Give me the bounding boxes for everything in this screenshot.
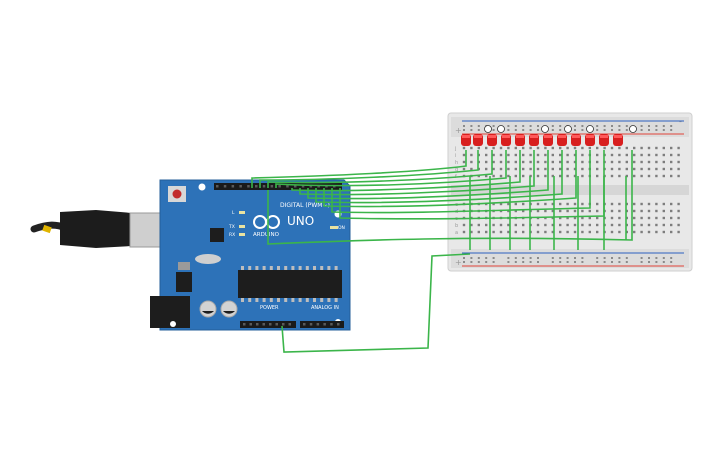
power-jack: [150, 296, 190, 328]
jumper-wire[interactable]: [291, 150, 521, 192]
rail-minus-label: -: [679, 117, 682, 126]
l-led-label: L: [232, 210, 235, 216]
digital-header-label: DIGITAL (PWM~): [280, 202, 330, 209]
reset-button[interactable]: [172, 189, 182, 199]
resistor-marker[interactable]: [564, 125, 572, 133]
led-row[interactable]: [461, 134, 623, 146]
row-letter: j: [454, 146, 456, 152]
rail-plus-label: +: [455, 126, 462, 135]
row-letter: h: [455, 160, 458, 166]
uno-label: UNO: [287, 214, 314, 228]
jumper-wire[interactable]: [267, 150, 493, 188]
jumper-wire[interactable]: [315, 150, 563, 204]
jumper-wire[interactable]: [307, 150, 549, 200]
atmega-chip: [238, 270, 342, 298]
rail-plus-bottom-label: +: [455, 258, 462, 267]
tx-label: TX: [228, 224, 235, 230]
rx-label: RX: [229, 232, 235, 238]
jumper-wire[interactable]: [331, 150, 591, 214]
arduino-uno-board[interactable]: DIGITAL (PWM~) UNO ARDUINO ON L TX RX PO…: [30, 179, 351, 331]
resistor-marker[interactable]: [497, 125, 505, 133]
resistor-row[interactable]: [484, 125, 637, 133]
resistor-marker[interactable]: [541, 125, 549, 133]
analog-header: [300, 321, 344, 328]
jumper-wire[interactable]: [281, 253, 471, 353]
arduino-logo: [253, 215, 280, 229]
jumper-wire[interactable]: [339, 150, 605, 220]
jumper-wires[interactable]: [251, 150, 633, 353]
jumper-wire[interactable]: [299, 150, 535, 196]
jumper-wire[interactable]: [259, 150, 479, 188]
row-letter: i: [455, 153, 456, 159]
on-label: ON: [338, 225, 345, 231]
row-letter: b: [455, 223, 458, 229]
usb-cable: [30, 210, 179, 248]
row-letter: g: [455, 167, 458, 173]
power-header: [240, 321, 296, 328]
analog-label: ANALOG IN: [311, 305, 339, 311]
digital-header: [214, 183, 342, 190]
jumper-wire[interactable]: [251, 150, 467, 188]
resistor-marker[interactable]: [586, 125, 594, 133]
jumper-wire[interactable]: [275, 150, 507, 188]
resistor-marker[interactable]: [629, 125, 637, 133]
power-label: POWER: [260, 305, 279, 311]
brand-label: ARDUINO: [253, 232, 280, 238]
jumper-wire[interactable]: [267, 150, 633, 245]
resistor-marker[interactable]: [484, 125, 492, 133]
row-letter: a: [455, 230, 458, 236]
